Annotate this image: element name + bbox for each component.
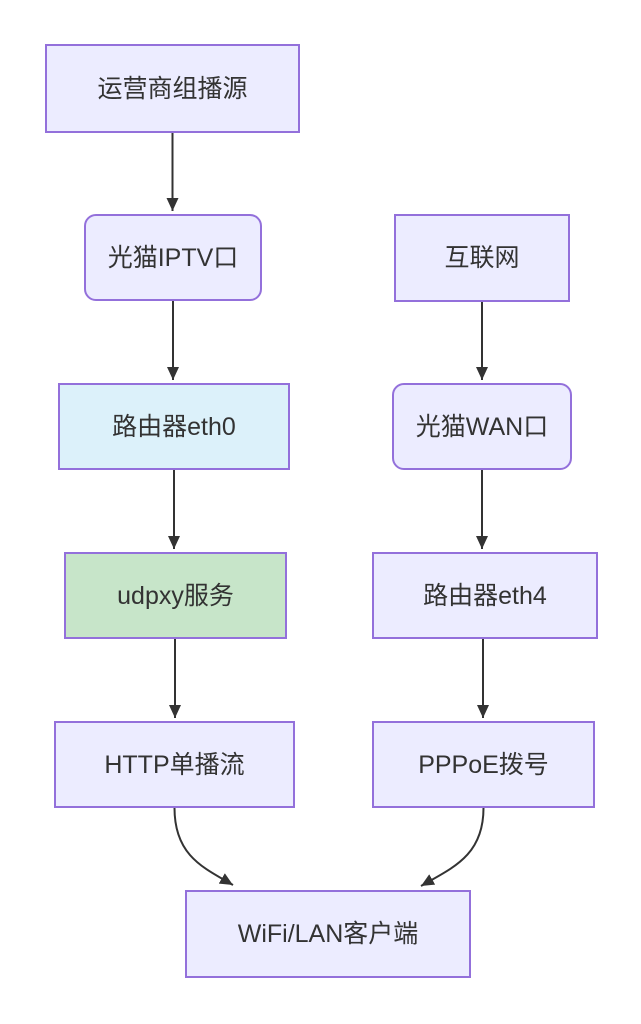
edge-pppoe-to-client — [420, 807, 485, 887]
node-isp-multicast-source: 运营商组播源 — [45, 44, 300, 133]
node-modem-wan-port: 光猫WAN口 — [392, 383, 572, 470]
node-udpxy-service: udpxy服务 — [64, 552, 287, 639]
node-internet: 互联网 — [394, 214, 570, 302]
node-http-unicast-stream: HTTP单播流 — [54, 721, 295, 808]
node-modem-iptv-port: 光猫IPTV口 — [84, 214, 262, 301]
node-router-eth4: 路由器eth4 — [372, 552, 598, 639]
node-wifi-lan-client: WiFi/LAN客户端 — [185, 890, 471, 978]
node-pppoe-dial: PPPoE拨号 — [372, 721, 595, 808]
edge-http-to-client — [173, 807, 234, 886]
node-router-eth0: 路由器eth0 — [58, 383, 290, 470]
